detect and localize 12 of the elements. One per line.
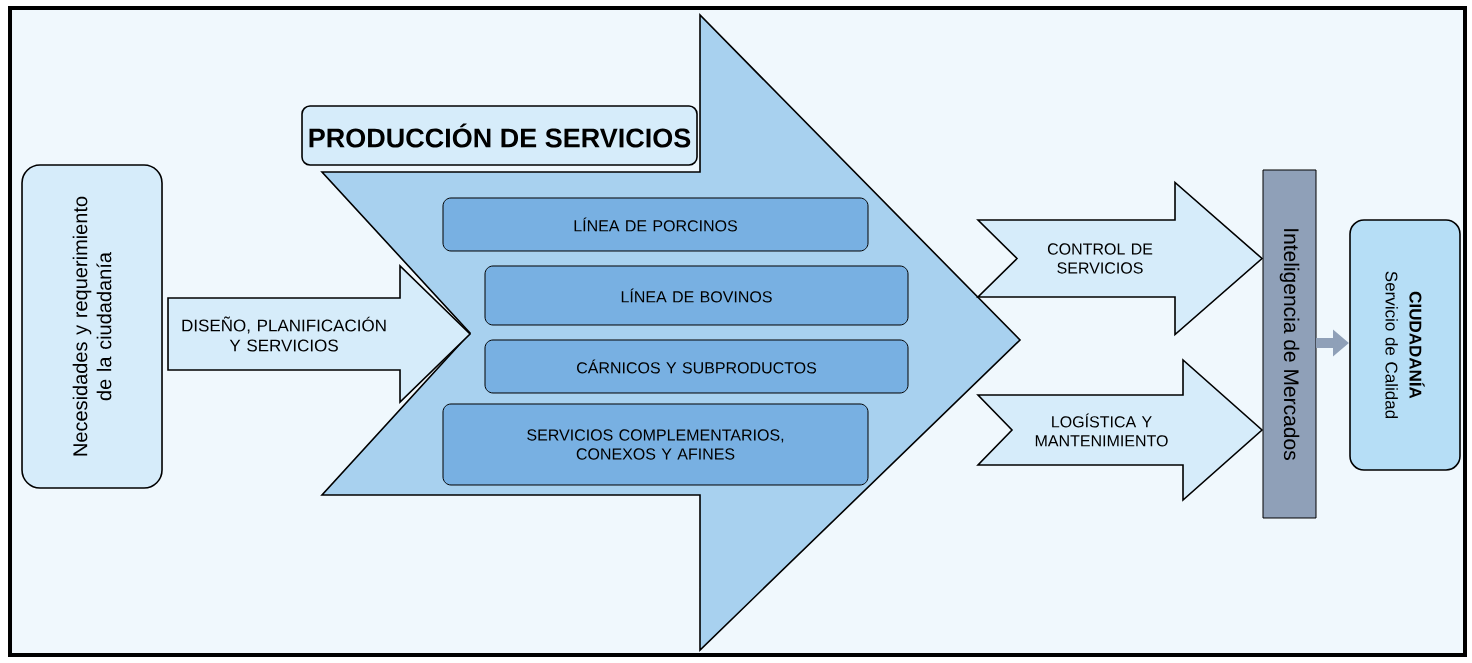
rounded-box: Necesidades y requerimiento de la ciudadanía [21, 164, 163, 489]
notched-arrow [976, 358, 1264, 502]
edge-label: LOGÍSTICA Y MANTENIMIENTO [1035, 413, 1168, 447]
vertical-bar: Inteligencia de Mercados [1262, 169, 1317, 519]
rounded-box: LÍNEA DE PORCINOS [442, 197, 869, 252]
notched-arrow [976, 180, 1264, 337]
block-arrow [167, 264, 472, 404]
rounded-box: CÁRNICOS Y SUBPRODUCTOS [484, 339, 909, 394]
rounded-box: CIUDADANÍA Servicio de Calidad [1349, 219, 1461, 471]
rounded-box: SERVICIOS COMPLEMENTARIOS, CONEXOS Y AFINES [442, 403, 869, 486]
rounded-box: LÍNEA DE BOVINOS [484, 265, 909, 326]
edge-label: CONTROL DE SERVICIOS [1047, 243, 1153, 274]
